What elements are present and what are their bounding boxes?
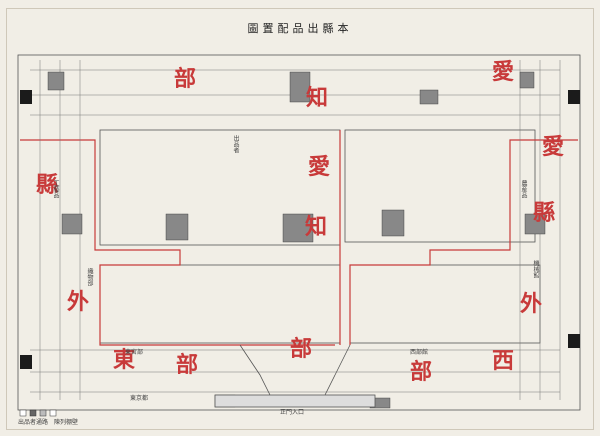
region-label-aichi-center-3: 部 (290, 336, 313, 362)
region-label-west-pref-5: 部 (410, 359, 433, 385)
exhibit-label-east-col-1: 工藝品 (52, 180, 59, 198)
region-label-east-pref-3: 東 (113, 347, 136, 373)
exhibit-label-west-col-2: 農産品 (520, 180, 527, 198)
legend-entry-2: 陳列棚 (54, 419, 73, 426)
east-boundary-line (20, 139, 335, 346)
region-label-aichi-north-2: 知 (306, 85, 329, 111)
region-label-east-pref-1: 縣 (36, 172, 59, 198)
region-label-east-pref-4: 部 (176, 352, 199, 378)
region-label-west-pref-4: 西 (492, 348, 515, 374)
exhibit-label-west-col-1: 機械館 (532, 260, 539, 278)
region-label-west-pref-1: 愛 (542, 134, 565, 160)
west-boundary-line (349, 139, 578, 345)
southeast-court (349, 264, 541, 344)
region-label-aichi-north-3: 愛 (492, 59, 515, 85)
northeast-court (344, 129, 536, 243)
legend-entry-3: 壁 (72, 419, 79, 426)
exhibit-label-east-col-2: 織物部 (86, 268, 93, 286)
region-label-aichi-center-1: 愛 (308, 154, 331, 180)
southwest-court (99, 264, 341, 344)
east-bottom-label: 東京都 (130, 395, 149, 402)
entrance-label: 正門入口 (280, 409, 305, 416)
legend-entry-0: 出品者 (18, 419, 37, 426)
paper-border (6, 8, 594, 430)
legend-entry-1: 通路 (36, 419, 49, 426)
building-outline (17, 54, 581, 411)
region-label-east-pref-2: 外 (67, 289, 90, 315)
hall-label-west: 西部館 (410, 349, 429, 356)
region-label-west-pref-2: 縣 (533, 200, 556, 226)
hall-label-east: 東宮部 (125, 349, 144, 356)
region-label-west-pref-3: 外 (520, 291, 543, 317)
region-label-aichi-center-2: 知 (305, 214, 328, 240)
exhibit-label-center: 出品者 (232, 135, 239, 153)
map-title: 圖置配品出縣本 (247, 22, 353, 35)
region-label-aichi-north-1: 部 (174, 66, 197, 92)
